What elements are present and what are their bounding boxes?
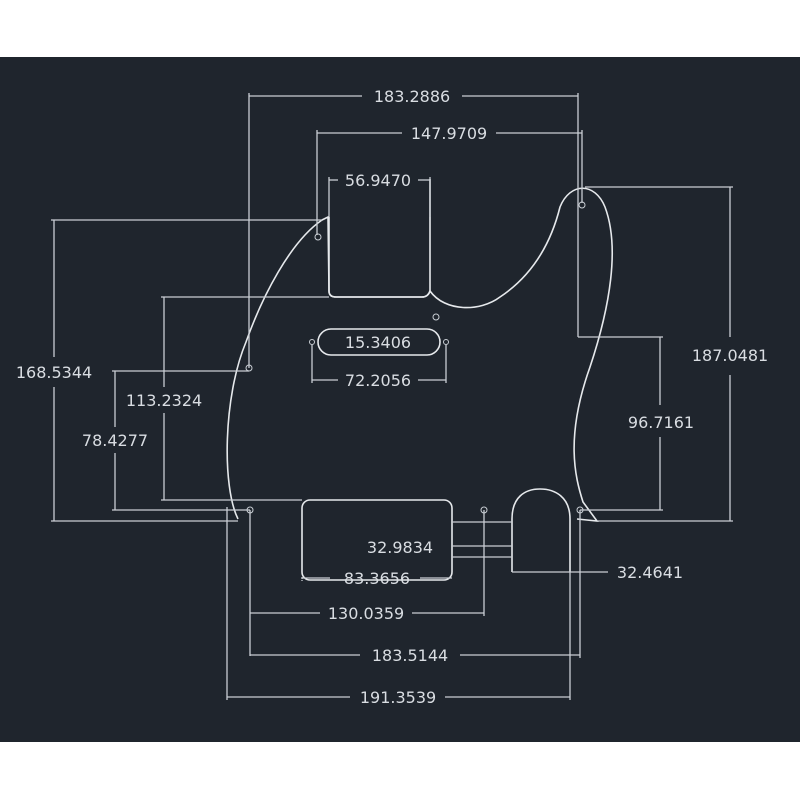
dimension-pickup-width: 72.2056	[311, 345, 447, 390]
dim-label: 72.2056	[345, 371, 411, 390]
dimension-neck-pocket: 56.9470	[328, 171, 431, 217]
dim-label-pickup-height: 15.3406	[345, 333, 411, 352]
dim-label: 113.2324	[126, 391, 202, 410]
dim-label: 130.0359	[328, 604, 404, 623]
dim-label: 187.0481	[692, 346, 768, 365]
neck-pickup-slot	[317, 328, 441, 356]
dim-label: 191.3539	[360, 688, 436, 707]
screw-hole	[309, 339, 315, 345]
pickguard-dimension-drawing: 183.2886 147.9709 56.9470 187.0481 96.71…	[0, 57, 800, 742]
dimension-bottom-overall: 191.3539	[226, 507, 571, 707]
dimension-bridge-width: 83.3656	[301, 569, 452, 588]
dim-label: 32.4641	[617, 563, 683, 582]
control-arch	[511, 488, 571, 572]
screw-hole	[443, 339, 449, 345]
dimension-left-middle: 113.2324	[126, 296, 329, 501]
neck-pocket	[328, 179, 431, 298]
bridge-cutout	[301, 499, 453, 581]
dim-label: 168.5344	[16, 363, 92, 382]
dimension-right-overall: 187.0481	[585, 186, 768, 522]
dim-label: 96.7161	[628, 413, 694, 432]
pickguard-outline	[226, 187, 613, 522]
dimension-bottom-inner: 130.0359	[249, 510, 485, 656]
dim-label: 147.9709	[411, 124, 487, 143]
dimension-arch-width: 32.4641	[512, 563, 683, 582]
drawing-canvas: 183.2886 147.9709 56.9470 187.0481 96.71…	[0, 57, 800, 742]
screw-hole	[314, 233, 322, 241]
dim-label: 183.5144	[372, 646, 448, 665]
screw-hole	[432, 313, 440, 321]
dim-label: 78.4277	[82, 431, 148, 450]
dim-label: 83.3656	[344, 569, 410, 588]
dimension-bridge-gap: 32.9834	[367, 521, 512, 558]
dim-label: 56.9470	[345, 171, 411, 190]
dim-label: 183.2886	[374, 87, 450, 106]
dimension-bottom-middle: 183.5144	[250, 510, 581, 665]
dimension-top-overall: 183.2886	[248, 87, 579, 368]
dimension-left-overall: 168.5344	[16, 219, 322, 522]
dimension-top-inner: 147.9709	[316, 124, 583, 235]
dimension-right-inner: 96.7161	[578, 336, 694, 511]
dim-label: 32.9834	[367, 538, 433, 557]
drawing-background	[0, 57, 800, 742]
